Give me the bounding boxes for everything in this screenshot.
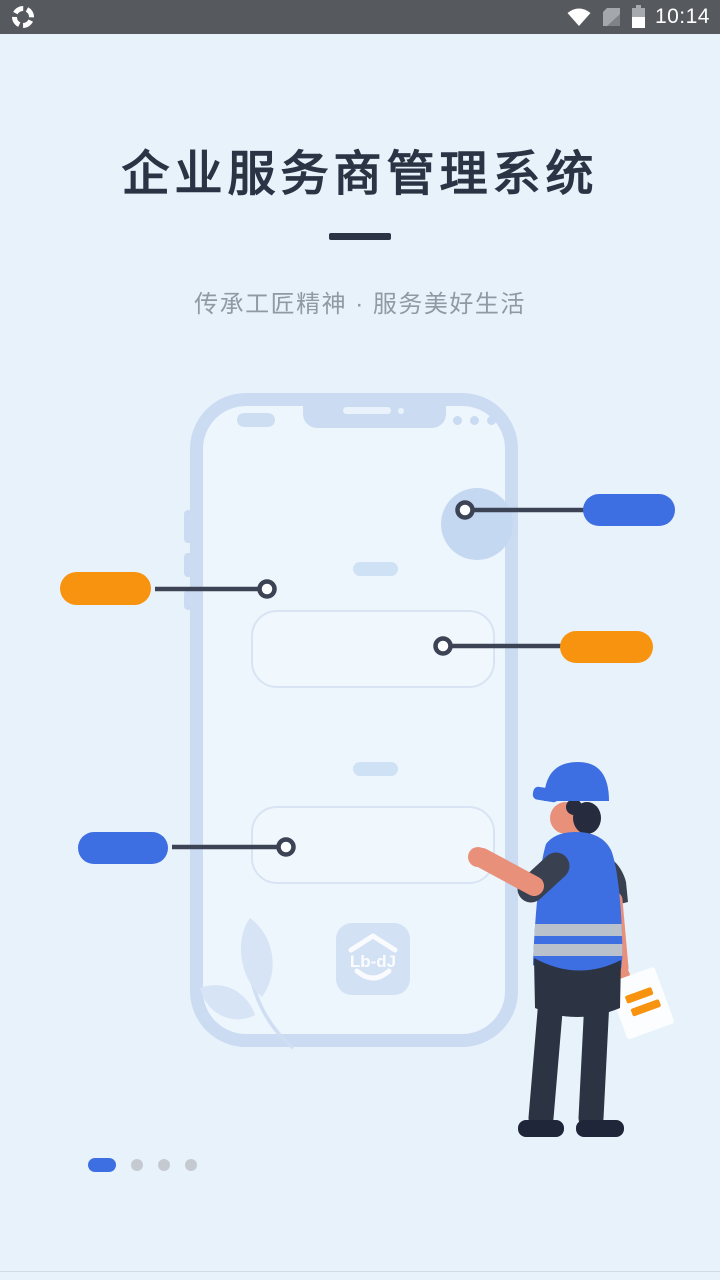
page-dot-2[interactable] [131, 1159, 143, 1171]
phone-app-logo: Lb-dJ [336, 923, 410, 995]
page-dot-1[interactable] [88, 1158, 116, 1172]
page-dot-3[interactable] [158, 1159, 170, 1171]
phone-side-button [184, 510, 191, 543]
page-dot-4[interactable] [185, 1159, 197, 1171]
avatar-circle [441, 488, 513, 560]
phone-speaker [343, 407, 391, 414]
logo-roof-icon [348, 933, 398, 953]
status-time: 10:14 [654, 5, 710, 28]
logo-smile-icon [354, 968, 392, 981]
phone-side-button [184, 553, 191, 577]
paper-icon [608, 967, 674, 1040]
phone-camera-dot [398, 408, 404, 414]
phone-menu-dot [487, 416, 496, 425]
hard-hat-icon [544, 762, 609, 801]
battery-icon [631, 5, 646, 29]
phone-placeholder-pill [237, 413, 275, 427]
phone-illustration: Lb-dJ [184, 393, 518, 1047]
page-indicator [88, 1155, 197, 1175]
bottom-hairline [0, 1271, 720, 1272]
sync-icon [10, 4, 36, 30]
no-sim-icon [601, 6, 622, 28]
callout-pill-mid-left [60, 572, 151, 605]
phone-notch [303, 406, 446, 428]
phone-menu-dot [453, 416, 462, 425]
callout-pill-top-right [583, 494, 675, 526]
title-divider [329, 233, 391, 240]
phone-label-pill [353, 562, 398, 576]
phone-input-box [251, 806, 495, 884]
phone-input-box [251, 610, 495, 688]
page-subtitle: 传承工匠精神 · 服务美好生活 [194, 291, 526, 318]
logo-text: Lb-dJ [350, 952, 396, 971]
status-bar: 10:14 [0, 0, 720, 34]
phone-menu-dot [470, 416, 479, 425]
callout-pill-mid-right [560, 631, 653, 663]
phone-side-button [184, 590, 191, 610]
wifi-icon [566, 6, 592, 28]
page-title: 企业服务商管理系统 [121, 148, 599, 201]
phone-label-pill [353, 762, 398, 776]
callout-pill-lower-left [78, 832, 168, 864]
